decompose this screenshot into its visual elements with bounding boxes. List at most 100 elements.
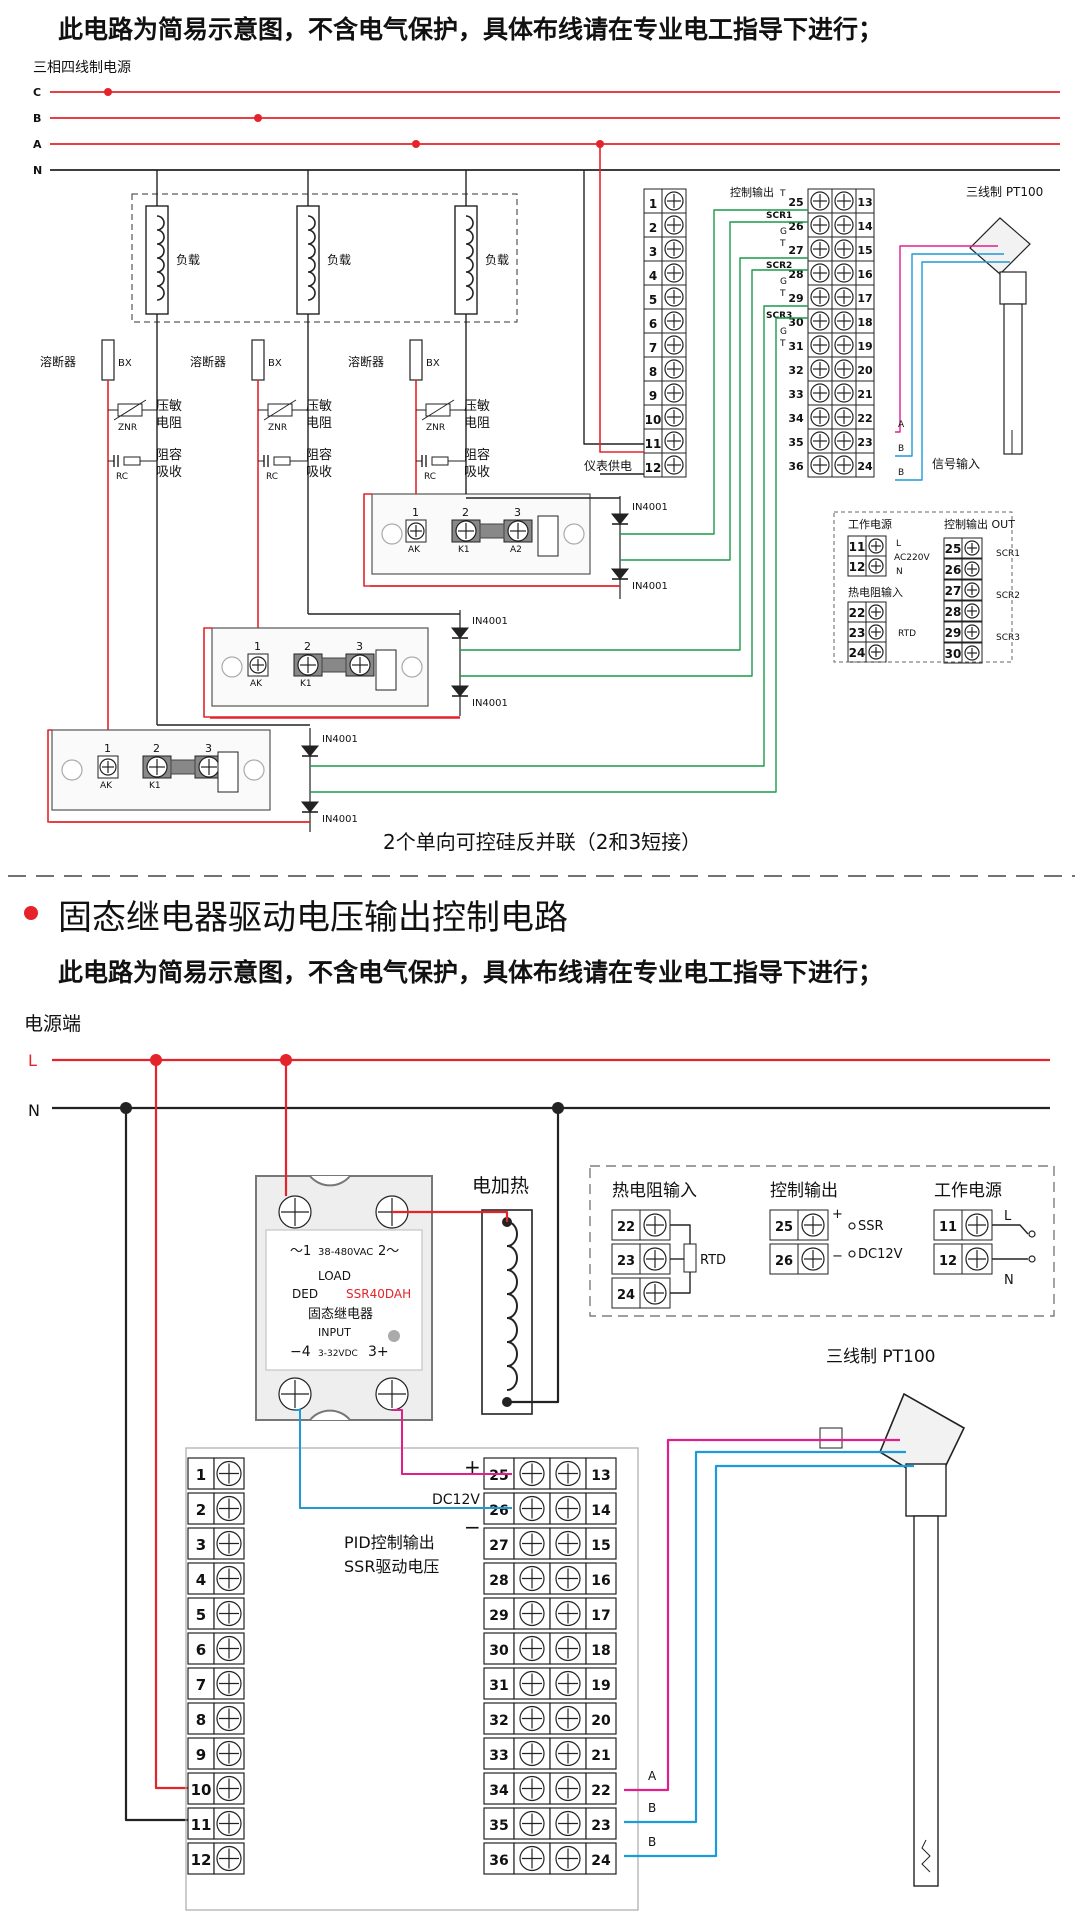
rc-label: 吸收 <box>156 465 182 480</box>
load-coil <box>307 215 316 301</box>
fuse-code: BX <box>118 358 132 369</box>
terminal-number: 5 <box>649 293 657 307</box>
phase-label-N: N <box>33 164 42 177</box>
red-loop <box>47 729 310 823</box>
legend-dc12: DC12V <box>858 1247 903 1262</box>
control-wire-green <box>620 221 808 561</box>
rc-label: 吸收 <box>464 465 490 480</box>
legend-plus: + <box>832 1207 843 1222</box>
legend-rtd-title: 热电阻输入 <box>612 1181 697 1201</box>
terminal-number: 11 <box>191 1816 212 1834</box>
terminal-number: 22 <box>591 1783 610 1799</box>
junction-dot <box>254 114 262 122</box>
legend-contact <box>1028 1255 1036 1263</box>
pt100-gland <box>819 1427 843 1449</box>
legend-box <box>833 511 1013 663</box>
scr-terminal-number: 1 <box>104 742 111 755</box>
gate-label: T <box>779 239 786 249</box>
load-label: 负载 <box>485 253 509 267</box>
terminal-number: 28 <box>945 605 962 619</box>
varistor-label: 电阻 <box>156 416 182 431</box>
gate-pins <box>217 751 239 793</box>
fuse <box>101 339 115 381</box>
scr-terminal-label: K1 <box>300 679 312 689</box>
terminal-number: 12 <box>939 1254 957 1269</box>
fuse-label: 溶断器 <box>348 354 384 369</box>
terminal-number: 23 <box>591 1818 610 1834</box>
legend-contact <box>848 1250 856 1258</box>
terminal-number: 11 <box>645 437 662 451</box>
terminal-number: 30 <box>788 316 804 329</box>
terminal-number: 24 <box>849 646 866 660</box>
fuse-code: BX <box>268 358 282 369</box>
signal-input-label: 信号输入 <box>932 456 980 471</box>
ssr-input: INPUT <box>318 1326 351 1339</box>
mount-hole <box>401 656 423 678</box>
varistor-mark <box>263 399 297 421</box>
terminal-number: 2 <box>649 221 657 235</box>
terminal-number: 4 <box>649 269 657 283</box>
terminal-number-cell <box>585 1702 617 1735</box>
resistor <box>123 456 141 466</box>
heater-box <box>481 1209 533 1415</box>
gate-label: G <box>780 277 787 287</box>
terminal-number-cell <box>483 1842 515 1875</box>
phase-label-A: A <box>33 138 42 151</box>
rc-label: 阻容 <box>156 447 182 463</box>
terminal-number-cell <box>585 1772 617 1805</box>
legend-box <box>589 1165 1055 1317</box>
ssr-t2: 2～ <box>378 1244 399 1259</box>
fuse-label: 溶断器 <box>40 354 76 369</box>
fuse <box>409 339 423 381</box>
scr-terminal-number: 1 <box>254 640 261 653</box>
ssr-load-range: 38-480VAC <box>318 1247 373 1258</box>
resistor <box>431 456 449 466</box>
terminal-number: 26 <box>945 563 962 577</box>
wire-heater <box>392 1210 509 1222</box>
terminal-number: 22 <box>857 412 872 425</box>
control-wire-magenta <box>392 1409 512 1475</box>
diode-label: IN4001 <box>322 814 358 825</box>
terminal-number: 25 <box>945 542 962 556</box>
terminal-number: 32 <box>489 1713 508 1729</box>
gate-label: T <box>779 339 786 349</box>
ssr-notch <box>309 1409 351 1421</box>
scr-terminal-number: 2 <box>153 742 160 755</box>
legend-wire <box>992 1224 1029 1235</box>
red-loop <box>363 493 620 587</box>
top-disclaimer: 此电路为简易示意图，不含电气保护，具体布线请在专业电工指导下进行； <box>58 15 884 44</box>
terminal-number: 6 <box>649 317 657 331</box>
mount-hole <box>61 759 83 781</box>
ssr-model: SSR40DAH <box>346 1287 411 1301</box>
gate-label: G <box>780 327 787 337</box>
junction-dot <box>412 140 420 148</box>
mount-hole <box>243 759 265 781</box>
instrument-outline <box>185 1447 639 1911</box>
legend-minus: − <box>832 1249 843 1264</box>
instrument-power-label: 仪表供电 <box>584 459 632 473</box>
rc-label: 阻容 <box>306 447 332 463</box>
terminal-number-cell <box>483 1772 515 1805</box>
pid-output-label: PID控制输出 <box>344 1533 435 1552</box>
control-output-label: 控制输出 <box>730 185 774 199</box>
terminal-number: 1 <box>196 1466 206 1484</box>
rc-code: RC <box>266 472 278 482</box>
legend-title: 热电阻输入 <box>848 585 903 599</box>
terminal-number: 2 <box>196 1501 206 1519</box>
ssr-t4: −4 <box>290 1344 311 1360</box>
shorting-bar <box>479 523 505 539</box>
plus-sign: + <box>464 1455 481 1479</box>
pt100-probe <box>1003 303 1023 455</box>
terminal-number: 14 <box>857 220 873 233</box>
legend-wire <box>670 1224 691 1244</box>
terminal-number: 23 <box>849 626 866 640</box>
section-bullet <box>24 906 38 920</box>
mount-hole <box>563 523 585 545</box>
terminal-number-cell <box>769 1209 799 1241</box>
legend-ac220: AC220V <box>894 553 930 563</box>
terminal-number-cell <box>585 1667 617 1700</box>
load-coil <box>465 215 474 301</box>
pt100-label: 三线制 PT100 <box>966 185 1043 199</box>
terminal-number-cell <box>187 1457 215 1490</box>
